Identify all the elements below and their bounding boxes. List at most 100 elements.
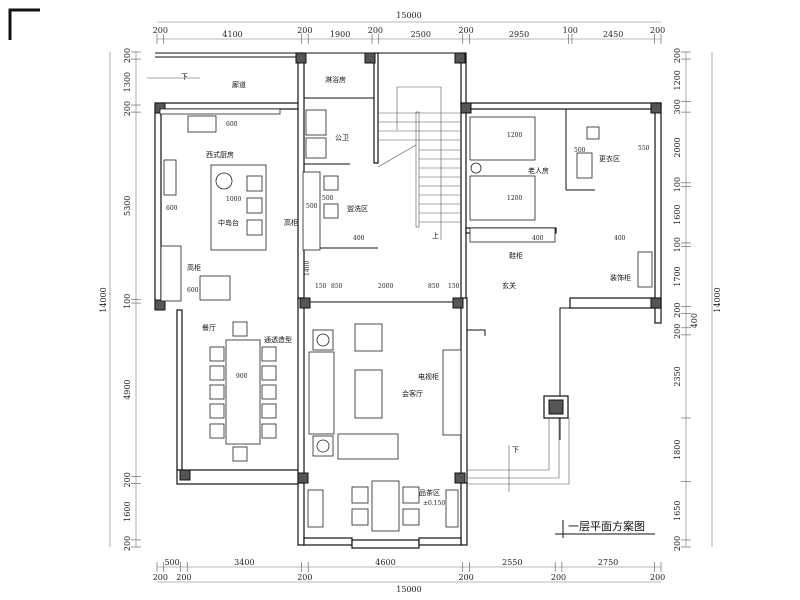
dim-tall-cab: 600 [187, 287, 199, 294]
dim-dress-a: 500 [574, 147, 586, 154]
dim-left-label: 1600 [123, 501, 132, 521]
kitchen-sink [163, 159, 177, 196]
dim-right-label: 200 [673, 324, 682, 339]
dim-living-a: 150 [315, 283, 327, 290]
label-stairs-down: 下 [181, 73, 188, 81]
dim-right-label: 2350 [673, 366, 682, 386]
dim-wash-depth: 400 [353, 235, 365, 242]
dim-right-label: 300 [673, 99, 682, 114]
dim-bottom-label: 200 [297, 573, 312, 582]
tea-table [371, 480, 400, 532]
dim-left-label: 200 [123, 536, 132, 551]
dim-bed-1: 1200 [507, 132, 522, 139]
corner-mark [8, 8, 40, 40]
dim-left-label: 4900 [123, 379, 132, 399]
dim-left-label: 200 [123, 472, 132, 487]
label-living-room: 会客厅 [402, 389, 423, 398]
sink-icon [215, 172, 233, 190]
armchair [354, 323, 383, 352]
bed-1 [469, 116, 536, 161]
dim-wash-cab: 500 [322, 195, 334, 202]
label-wash-area: 盥洗区 [347, 204, 368, 213]
dim-top-label: 4100 [222, 30, 242, 39]
label-elderly-room: 老人房 [528, 166, 549, 175]
dim-overall-top: 15000 [396, 11, 421, 20]
dim-bottom-label: 200 [551, 573, 566, 582]
dim-right-label: 200 [673, 536, 682, 551]
dim-right-label: 200 [673, 302, 682, 317]
label-display-cabinet: 装饰柜 [610, 273, 631, 282]
dim-bed-2: 1200 [507, 195, 522, 202]
dim-left-label: 1300 [123, 72, 132, 92]
drawing-title: 一层平面方案图 [568, 519, 645, 533]
label-tall-cabinet-a: 高柜 [284, 218, 298, 227]
dim-top-label: 100 [563, 26, 578, 35]
inner-dimensions: 600 600 1000 600 500 500 400 1400 150 85… [166, 121, 650, 380]
label-shower-room: 淋浴房 [325, 75, 346, 84]
stove-icon [187, 115, 217, 133]
dim-right-label: 100 [673, 237, 682, 252]
dim-bottom-label: 500 [164, 558, 179, 567]
dining-table [225, 339, 261, 445]
display-cabinet [637, 251, 653, 288]
dining-chairs [209, 321, 277, 462]
dim-bottom-label: 200 [650, 573, 665, 582]
label-corridor: 廊道 [232, 80, 246, 89]
dim-living-e: 150 [448, 283, 460, 290]
label-shoe-cabinet: 鞋柜 [509, 251, 523, 260]
dim-bottom-label: 200 [176, 573, 191, 582]
furniture [159, 108, 653, 532]
bed-2 [469, 175, 536, 221]
dim-living-d: 850 [428, 283, 440, 290]
dim-left-label: 200 [123, 48, 132, 63]
dim-left-label: 200 [123, 101, 132, 116]
label-tea-area-level: ±0.150 [423, 500, 445, 507]
dim-dress-b: 550 [638, 145, 650, 152]
label-kitchen-island: 中岛台 [218, 218, 239, 227]
dim-right-label: 400 [690, 313, 699, 328]
room-labels: 廊道 西式厨房 中岛台 高柜 高柜 淋浴房 公卫 盥洗区 老人房 更衣区 鞋柜 … [147, 73, 631, 507]
coffee-table [354, 369, 383, 419]
dim-right-label: 200 [673, 48, 682, 63]
dim-top-label: 1900 [330, 30, 350, 39]
label-tv-cabinet: 电视柜 [418, 372, 439, 381]
drawing-title-block: 一层平面方案图 [555, 519, 655, 538]
dim-overall-left: 14000 [99, 287, 108, 312]
chaise-sofa [337, 433, 399, 460]
toilet-icon [305, 109, 327, 136]
label-foyer: 玄关 [502, 281, 516, 290]
dim-right-label: 100 [673, 177, 682, 192]
label-stairs-up: 上 [432, 231, 439, 240]
dim-bottom-label: 4600 [375, 558, 395, 567]
dim-overall-bottom: 15000 [396, 585, 421, 594]
dim-bottom-label: 2550 [502, 558, 522, 567]
dim-right-label: 1700 [673, 266, 682, 286]
dim-right-label: 1600 [673, 204, 682, 224]
dim-top-label: 200 [458, 26, 473, 35]
dim-living-offset: 1400 [304, 261, 311, 276]
dim-right-label: 1650 [673, 501, 682, 521]
dim-right-label: 1200 [673, 70, 682, 90]
label-public-bathroom: 公卫 [335, 134, 349, 142]
sofa [308, 351, 335, 435]
label-western-kitchen: 西式厨房 [206, 150, 234, 159]
dim-bottom-label: 3400 [234, 558, 254, 567]
label-ramp-down: 下 [512, 446, 519, 454]
dim-stove: 600 [226, 121, 238, 128]
dim-living-b: 850 [331, 283, 343, 290]
dim-dining-table: 900 [236, 373, 248, 380]
dim-bottom-label: 200 [153, 573, 168, 582]
label-open-partition: 通透造型 [264, 335, 292, 344]
label-dining-room: 餐厅 [202, 323, 216, 332]
dim-top-label: 2500 [411, 30, 431, 39]
dim-right-label: 1800 [673, 440, 682, 460]
dim-bottom-label: 2750 [598, 558, 618, 567]
dim-top-label: 200 [368, 26, 383, 35]
tv-cabinet [442, 349, 462, 436]
dim-overall-right: 14000 [713, 287, 722, 312]
walls [154, 52, 662, 549]
label-tea-area: 品茶区 [419, 488, 440, 497]
label-tall-cabinet-b: 高柜 [187, 263, 201, 272]
dim-island: 1000 [226, 196, 241, 203]
